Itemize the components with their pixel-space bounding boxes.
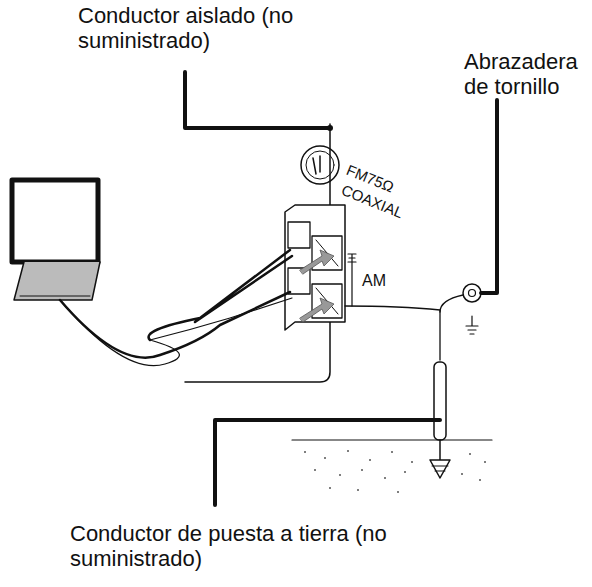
ground-wire-label: Conductor de puesta a tierra (no suminis… bbox=[70, 522, 390, 571]
wire-label: Conductor aislado (no suministrado) bbox=[78, 4, 328, 53]
clamp-label: Abrazadera de tornillo bbox=[464, 50, 588, 99]
terminal-label: AM bbox=[362, 272, 402, 290]
